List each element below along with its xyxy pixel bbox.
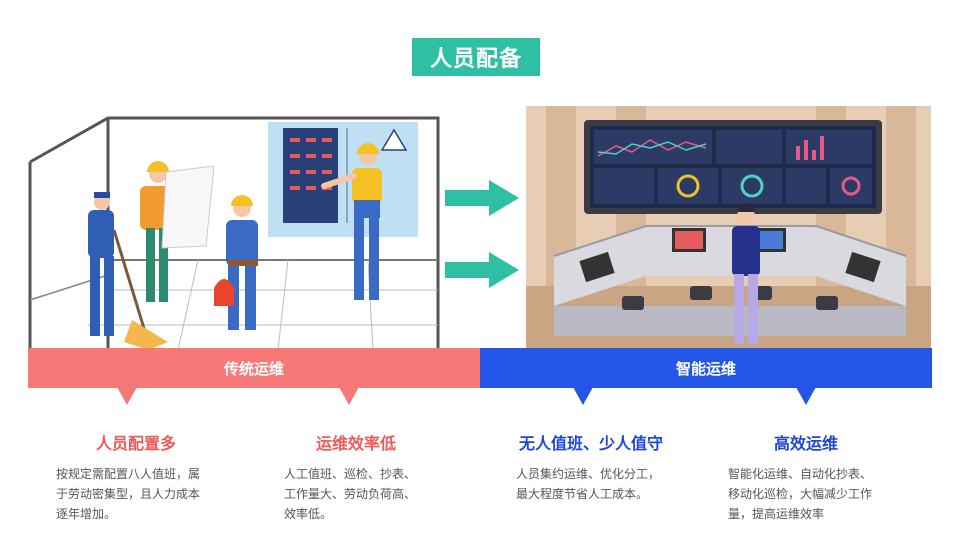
- point-description: 按规定需配置八人值班，属 于劳动密集型，且人力成本 逐年增加。: [56, 467, 201, 521]
- page-title: 人员配备: [412, 38, 540, 76]
- pointer-triangle: [117, 387, 137, 405]
- smart-control-room-illustration: [526, 106, 931, 348]
- arrow-right-icon: [445, 252, 519, 288]
- point-card: 无人值班、少人值守 人员集约运维、优化分工， 最大程度节省人工成本。: [496, 430, 686, 504]
- point-title: 运维效率低: [315, 436, 396, 453]
- point-title: 人员配置多: [95, 436, 176, 453]
- smart-maintenance-bar: 智能运维: [480, 348, 932, 388]
- arrow-right-icon: [445, 180, 519, 216]
- point-title: 高效运维: [773, 436, 838, 453]
- pointer-triangle: [339, 387, 359, 405]
- traditional-maintenance-bar: 传统运维: [28, 348, 480, 388]
- point-description: 人员集约运维、优化分工， 最大程度节省人工成本。: [516, 467, 661, 501]
- point-card: 人员配置多 按规定需配置八人值班，属 于劳动密集型，且人力成本 逐年增加。: [46, 430, 226, 524]
- point-description: 智能化运维、自动化抄表、 移动化巡检，大幅减少工作 量，提高运维效率: [728, 467, 873, 521]
- point-card: 运维效率低 人工值班、巡检、抄表、 工作量大、劳动负荷高、 效率低。: [266, 430, 446, 524]
- point-title: 无人值班、少人值守: [518, 436, 663, 453]
- point-card: 高效运维 智能化运维、自动化抄表、 移动化巡检，大幅减少工作 量，提高运维效率: [716, 430, 896, 524]
- point-description: 人工值班、巡检、抄表、 工作量大、劳动负荷高、 效率低。: [284, 467, 417, 521]
- pointer-triangle: [796, 387, 816, 405]
- traditional-maintenance-illustration: [28, 116, 440, 350]
- pointer-triangle: [573, 387, 593, 405]
